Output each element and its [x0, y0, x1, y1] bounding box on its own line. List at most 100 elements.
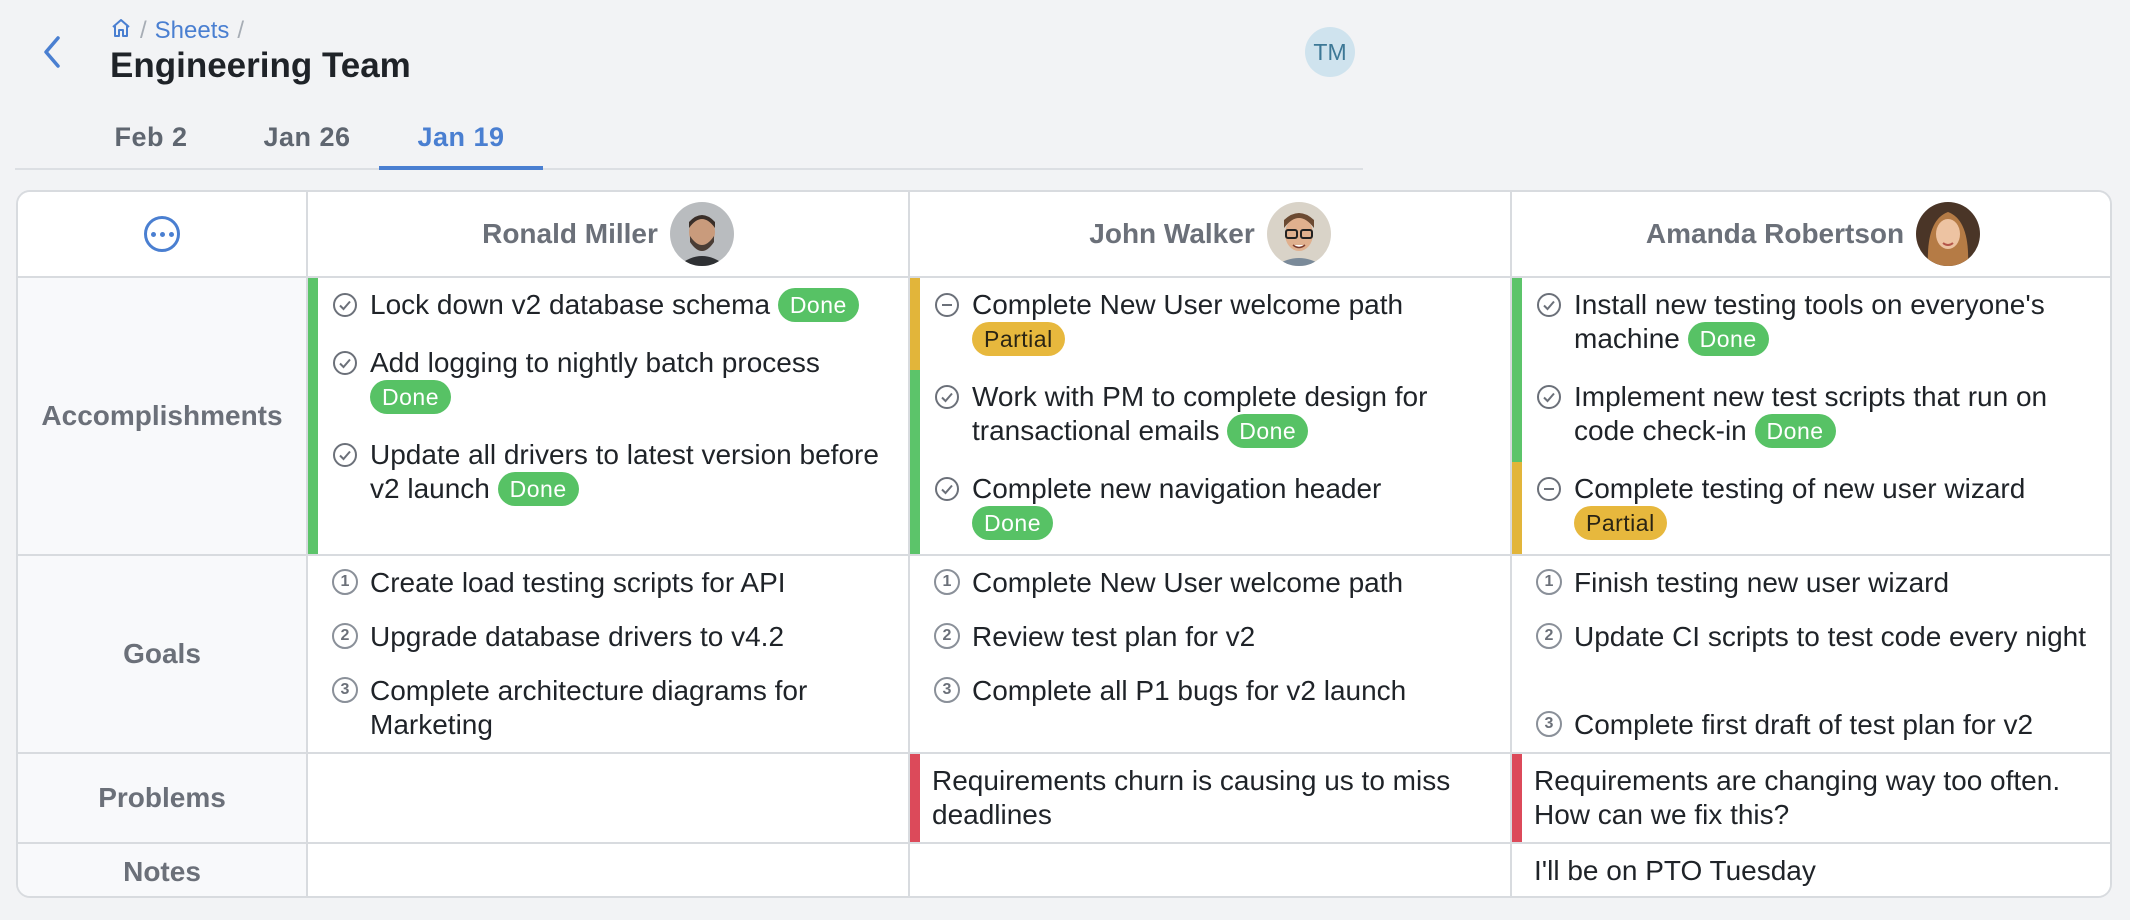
more-options-icon[interactable]	[144, 216, 180, 252]
avatar	[1916, 202, 1981, 266]
item-text: Complete new navigation header	[972, 473, 1382, 504]
breadcrumb: / Sheets /	[110, 16, 244, 46]
item-text: Complete New User welcome path	[972, 289, 1404, 320]
goal-item: 1 Create load testing scripts for API	[332, 566, 894, 600]
notes-cell-john[interactable]	[910, 844, 1512, 896]
goals-cell-john[interactable]: 1 Complete New User welcome path 2 Review …	[910, 556, 1512, 754]
accomplishments-cell-amanda[interactable]: Install new testing tools on everyone's …	[1512, 278, 2110, 556]
number-2-icon: 2	[332, 623, 358, 649]
status-bar-problem	[910, 754, 920, 842]
status-bar-partial	[910, 278, 920, 370]
item-text: Complete all P1 bugs for v2 launch	[972, 675, 1407, 706]
status-badge: Done	[1754, 414, 1836, 448]
item-text: Complete architecture diagrams for Marke…	[370, 675, 808, 740]
check-circle-icon	[333, 293, 357, 317]
goals-cell-amanda[interactable]: 1 Finish testing new user wizard 2 Update …	[1512, 556, 2110, 754]
page-title: Engineering Team	[110, 46, 411, 85]
status-sheet: Ronald Miller John Walker	[16, 190, 2112, 898]
person-name: Amanda Robertson	[1645, 218, 1905, 249]
accomplishments-cell-ronald[interactable]: Lock down v2 database schema Done Add lo…	[308, 278, 910, 556]
item-text: Update CI scripts to test code every nig…	[1574, 621, 2087, 652]
notes-cell-ronald[interactable]	[308, 844, 910, 896]
check-circle-icon	[333, 351, 357, 375]
tab-feb-2[interactable]: Feb 2	[114, 122, 188, 152]
number-2-icon: 2	[1536, 623, 1562, 649]
tab-jan-26[interactable]: Jan 26	[263, 122, 351, 152]
header-corner	[18, 192, 308, 278]
goal-item: 2 Update CI scripts to test code every ni…	[1536, 620, 2100, 654]
number-2-icon: 2	[934, 623, 960, 649]
item-text: Finish testing new user wizard	[1574, 567, 1950, 598]
accomplishments-cell-john[interactable]: Complete New User welcome path Partial W…	[910, 278, 1512, 556]
accomplishment-item: Complete new navigation header Done	[934, 472, 1496, 540]
accomplishment-item: Complete New User welcome path Partial	[934, 288, 1496, 356]
accomplishment-item: Install new testing tools on everyone's …	[1536, 288, 2100, 356]
item-text: Create load testing scripts for API	[370, 567, 786, 598]
status-badge: Done	[972, 506, 1053, 540]
minus-circle-icon	[935, 293, 959, 317]
item-text: Implement new test scripts that run on c…	[1574, 381, 2048, 446]
problems-cell-john[interactable]: Requirements churn is causing us to miss…	[910, 754, 1512, 844]
status-badge: Done	[777, 288, 859, 322]
status-bar-done	[308, 278, 318, 554]
status-bar-partial	[1512, 462, 1522, 554]
check-circle-icon	[333, 443, 357, 467]
breadcrumb-sheets-link[interactable]: Sheets	[154, 17, 230, 44]
problems-cell-ronald[interactable]	[308, 754, 910, 844]
accomplishment-item: Complete testing of new user wizard Part…	[1536, 472, 2100, 540]
number-1-icon: 1	[1536, 569, 1562, 595]
problem-text: Requirements are changing way too often.…	[1534, 765, 2061, 830]
item-text: Update all drivers to latest version bef…	[370, 439, 879, 504]
status-badge: Partial	[1574, 506, 1667, 540]
notes-cell-amanda[interactable]: I'll be on PTO Tuesday	[1512, 844, 2110, 896]
back-button[interactable]	[34, 28, 70, 76]
row-label-goals: Goals	[18, 556, 308, 754]
accomplishment-item: Lock down v2 database schema Done	[332, 288, 894, 322]
avatar	[669, 202, 734, 266]
item-text: Complete first draft of test plan for v2	[1574, 709, 2034, 740]
status-badge: Done	[1227, 414, 1309, 448]
home-icon[interactable]	[110, 17, 132, 46]
row-label-accomplishments: Accomplishments	[18, 278, 308, 556]
user-avatar[interactable]: TM	[1305, 27, 1355, 77]
status-badge: Partial	[972, 322, 1065, 356]
person-name: John Walker	[1089, 218, 1255, 249]
check-circle-icon	[1537, 293, 1561, 317]
item-text: Review test plan for v2	[972, 621, 1256, 652]
check-circle-icon	[935, 477, 959, 501]
item-text: Work with PM to complete design for tran…	[972, 381, 1428, 446]
problem-text: Requirements churn is causing us to miss…	[932, 765, 1451, 830]
goal-item: 1 Complete New User welcome path	[934, 566, 1496, 600]
chevron-left-icon	[44, 36, 60, 68]
item-text: Add logging to nightly batch process	[370, 347, 820, 378]
tab-jan-19[interactable]: Jan 19	[379, 118, 543, 170]
problems-cell-amanda[interactable]: Requirements are changing way too often.…	[1512, 754, 2110, 844]
breadcrumb-separator: /	[140, 17, 147, 44]
person-name: Ronald Miller	[482, 218, 658, 249]
goal-item: 3 Complete architecture diagrams for Mark…	[332, 674, 894, 742]
week-tabs: Feb 2 Jan 26 Jan 19	[15, 118, 1363, 170]
item-text: Install new testing tools on everyone's …	[1574, 289, 2045, 354]
accomplishment-item: Update all drivers to latest version bef…	[332, 438, 894, 506]
breadcrumb-separator: /	[237, 17, 245, 44]
accomplishment-item: Implement new test scripts that run on c…	[1536, 380, 2100, 448]
item-text: Complete testing of new user wizard	[1574, 473, 2026, 504]
avatar	[1266, 202, 1331, 266]
status-bar-done	[910, 370, 920, 554]
column-header-ronald: Ronald Miller	[308, 192, 910, 278]
status-bar-done	[1512, 278, 1522, 462]
number-3-icon: 3	[332, 677, 358, 703]
row-label-problems: Problems	[18, 754, 308, 844]
status-badge: Done	[370, 380, 451, 414]
item-text: Lock down v2 database schema	[370, 289, 771, 320]
item-text: Complete New User welcome path	[972, 567, 1404, 598]
number-1-icon: 1	[934, 569, 960, 595]
number-1-icon: 1	[332, 569, 358, 595]
minus-circle-icon	[1537, 477, 1561, 501]
row-label-notes: Notes	[18, 844, 308, 896]
accomplishment-item: Add logging to nightly batch process Don…	[332, 346, 894, 414]
